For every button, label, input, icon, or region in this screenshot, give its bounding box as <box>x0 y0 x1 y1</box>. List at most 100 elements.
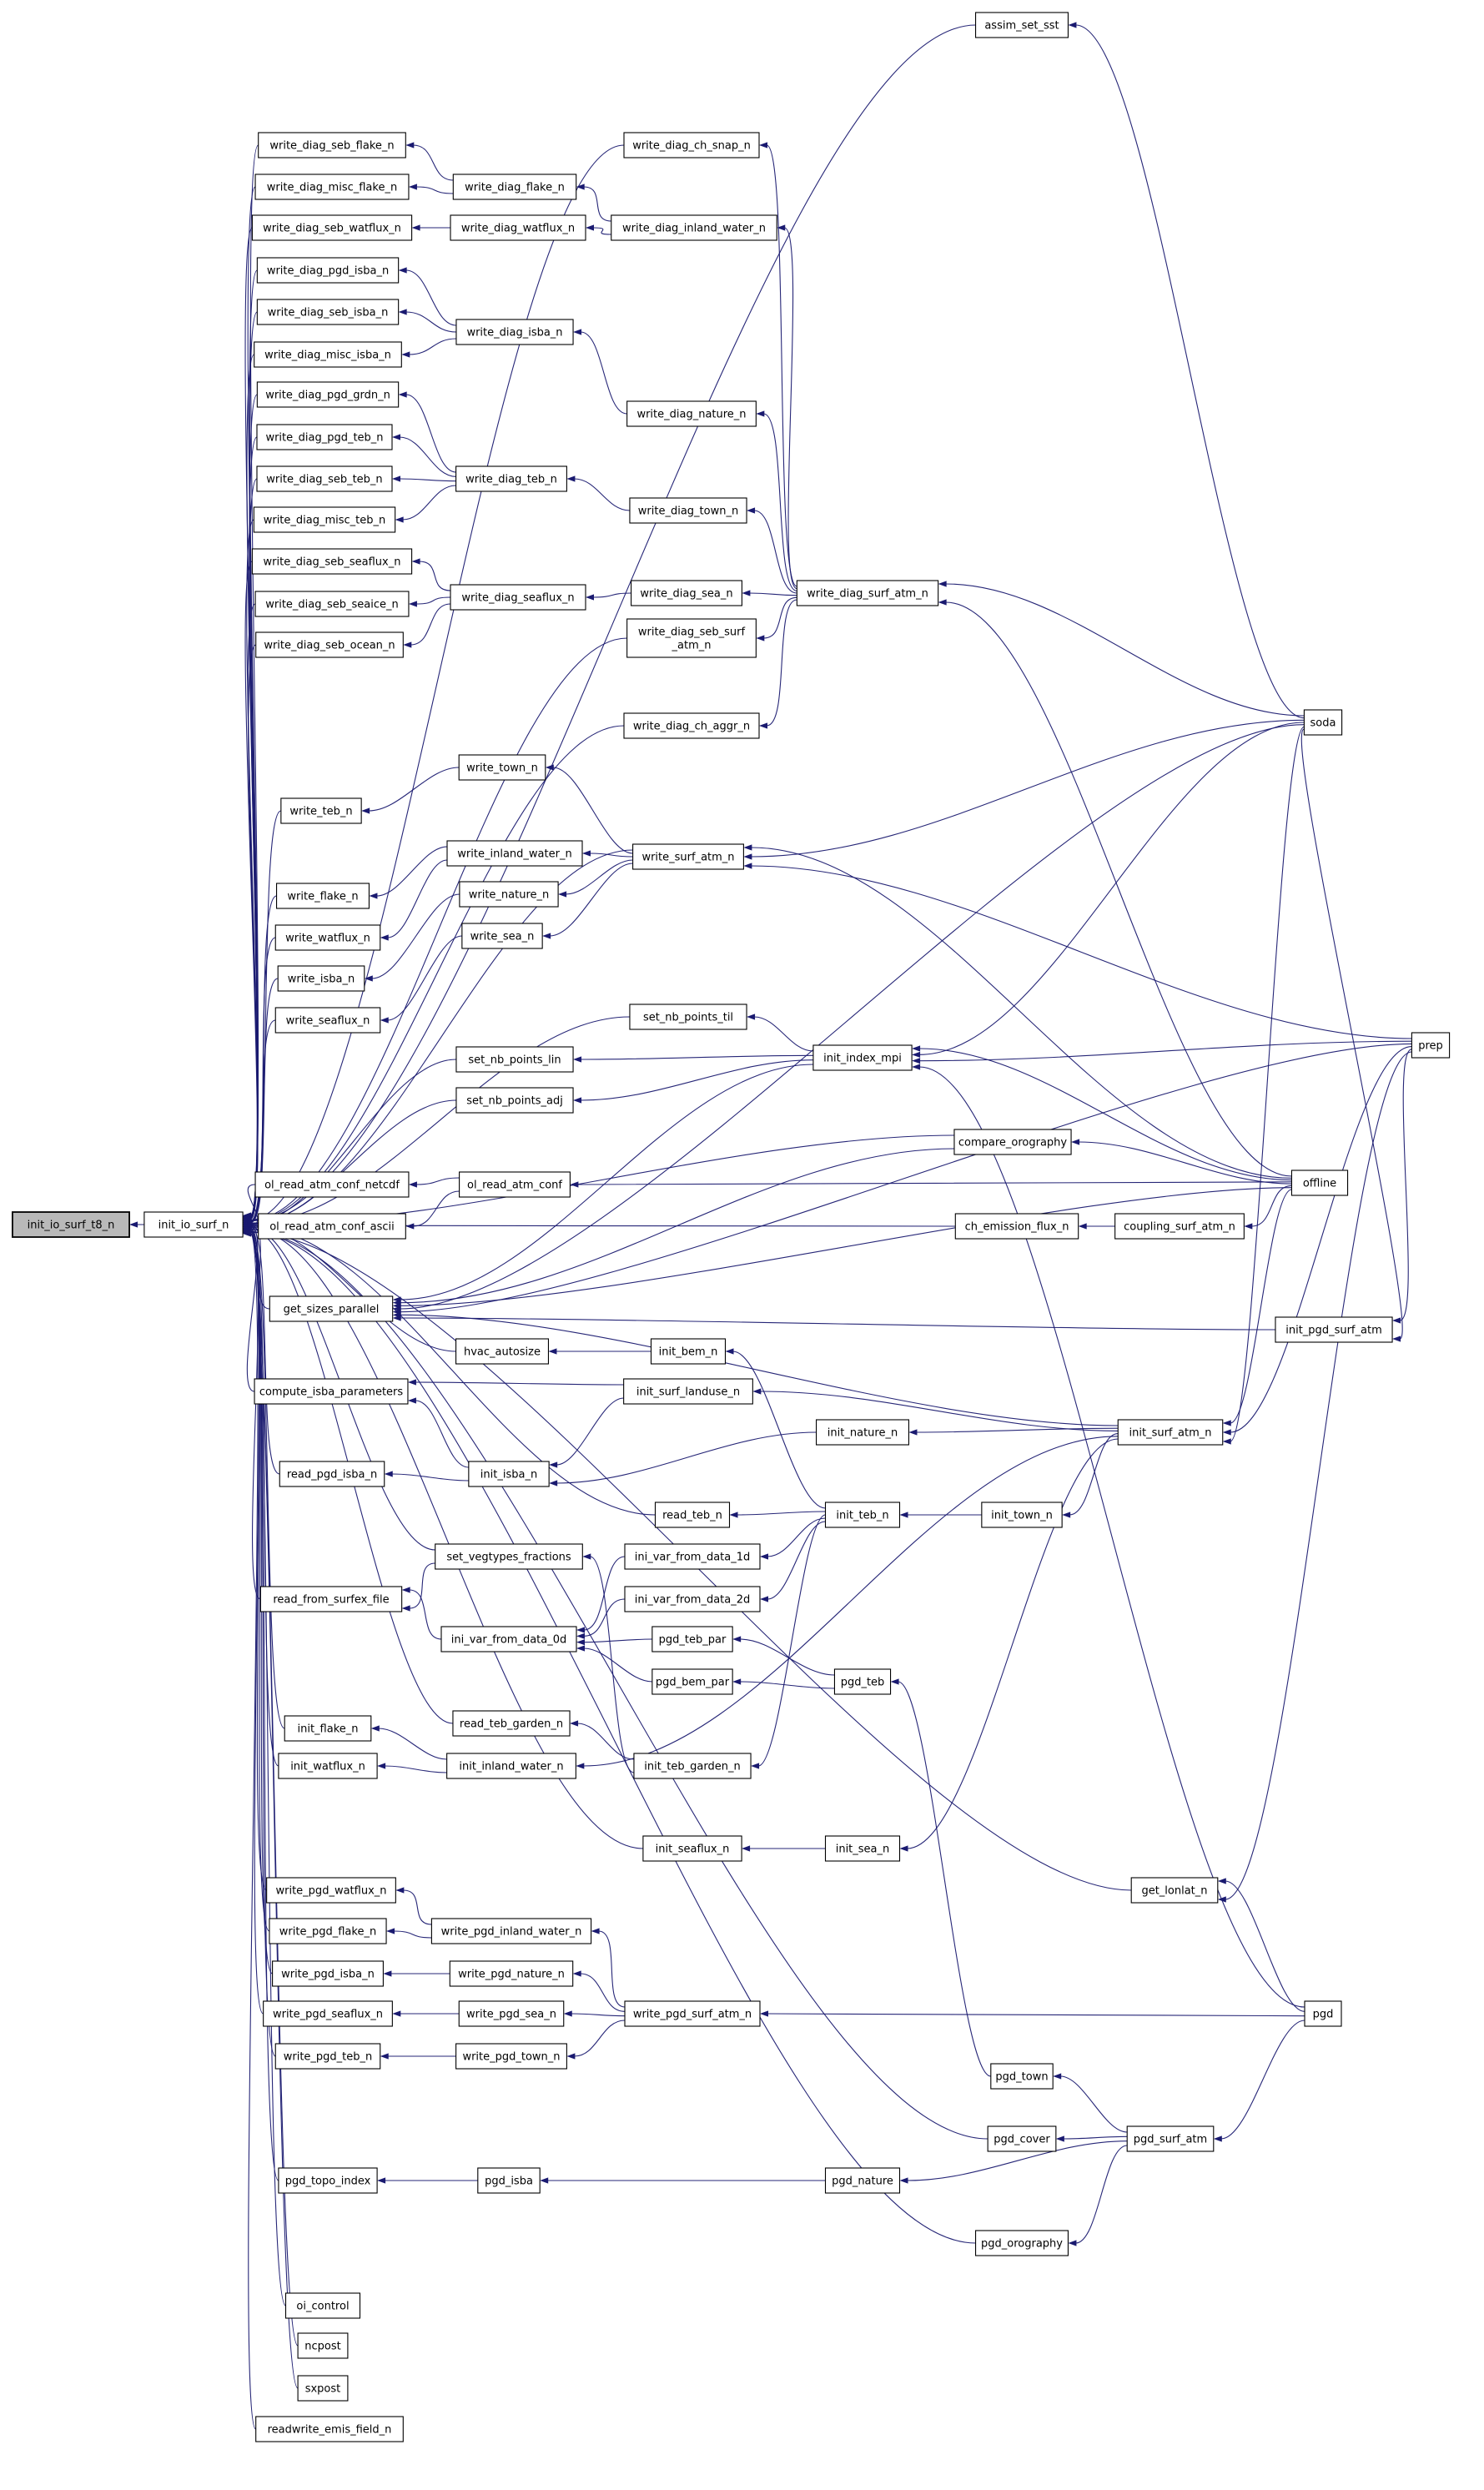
node-write_sea_n[interactable]: write_sea_n <box>461 923 543 949</box>
node-ini_var_from_data_0d[interactable]: ini_var_from_data_0d <box>440 1626 577 1652</box>
node-write_teb_n[interactable]: write_teb_n <box>280 797 362 824</box>
node-write_diag_pgd_isba_n[interactable]: write_diag_pgd_isba_n <box>256 257 400 284</box>
node-init_teb_n[interactable]: init_teb_n <box>824 1502 901 1528</box>
node-write_diag_flake_n[interactable]: write_diag_flake_n <box>452 174 577 200</box>
node-ncpost[interactable]: ncpost <box>297 2332 349 2359</box>
node-init_isba_n[interactable]: init_isba_n <box>468 1461 550 1487</box>
node-sxpost[interactable]: sxpost <box>297 2375 349 2402</box>
node-read_teb_n[interactable]: read_teb_n <box>654 1502 731 1528</box>
node-write_pgd_teb_n[interactable]: write_pgd_teb_n <box>274 2043 381 2070</box>
node-write_pgd_inland_water_n[interactable]: write_pgd_inland_water_n <box>430 1918 592 1944</box>
node-write_diag_misc_flake_n[interactable]: write_diag_misc_flake_n <box>254 174 410 200</box>
node-ch_emission_flux_n[interactable]: ch_emission_flux_n <box>954 1213 1079 1240</box>
node-write_nature_n[interactable]: write_nature_n <box>459 881 559 908</box>
node-write_surf_atm_n[interactable]: write_surf_atm_n <box>632 843 744 870</box>
node-set_nb_points_lin[interactable]: set_nb_points_lin <box>455 1046 574 1073</box>
node-write_diag_seb_flake_n[interactable]: write_diag_seb_flake_n <box>258 132 406 158</box>
node-hvac_autosize[interactable]: hvac_autosize <box>455 1338 549 1365</box>
node-compare_orography[interactable]: compare_orography <box>953 1129 1072 1155</box>
node-pgd_town[interactable]: pgd_town <box>990 2063 1054 2090</box>
node-write_diag_seb_isba_n[interactable]: write_diag_seb_isba_n <box>256 299 400 325</box>
node-ol_read_atm_conf[interactable]: ol_read_atm_conf <box>459 1171 571 1198</box>
node-write_pgd_sea_n[interactable]: write_pgd_sea_n <box>458 2000 565 2027</box>
node-get_sizes_parallel[interactable]: get_sizes_parallel <box>269 1295 394 1322</box>
node-write_isba_n[interactable]: write_isba_n <box>277 965 365 992</box>
node-write_diag_seb_teb_n[interactable]: write_diag_seb_teb_n <box>256 465 393 492</box>
node-init_flake_n[interactable]: init_flake_n <box>284 1715 372 1742</box>
node-write_diag_teb_n[interactable]: write_diag_teb_n <box>455 465 567 492</box>
node-pgd_nature[interactable]: pgd_nature <box>824 2167 901 2194</box>
node-ini_var_from_data_1d[interactable]: ini_var_from_data_1d <box>624 1543 761 1570</box>
node-init_town_n[interactable]: init_town_n <box>981 1502 1063 1528</box>
node-init_inland_water_n[interactable]: init_inland_water_n <box>446 1753 576 1779</box>
node-init_seaflux_n[interactable]: init_seaflux_n <box>642 1835 742 1862</box>
node-pgd[interactable]: pgd <box>1304 2000 1342 2027</box>
node-write_diag_town_n[interactable]: write_diag_town_n <box>629 497 747 524</box>
node-set_vegtypes_fractions[interactable]: set_vegtypes_fractions <box>435 1543 583 1570</box>
node-oi_control[interactable]: oi_control <box>284 2292 361 2319</box>
node-coupling_surf_atm_n[interactable]: coupling_surf_atm_n <box>1114 1213 1245 1240</box>
node-get_lonlat_n[interactable]: get_lonlat_n <box>1130 1877 1219 1904</box>
node-write_diag_pgd_grdn_n[interactable]: write_diag_pgd_grdn_n <box>256 381 400 408</box>
node-write_pgd_town_n[interactable]: write_pgd_town_n <box>455 2043 567 2070</box>
node-init_surf_atm_n[interactable]: init_surf_atm_n <box>1117 1419 1224 1446</box>
node-ol_read_atm_conf_netcdf[interactable]: ol_read_atm_conf_netcdf <box>254 1171 410 1198</box>
node-write_pgd_seaflux_n[interactable]: write_pgd_seaflux_n <box>263 2000 393 2027</box>
node-write_diag_ch_aggr_n[interactable]: write_diag_ch_aggr_n <box>623 712 760 739</box>
node-pgd_surf_atm[interactable]: pgd_surf_atm <box>1126 2125 1215 2152</box>
node-write_diag_seaflux_n[interactable]: write_diag_seaflux_n <box>450 584 586 611</box>
node-pgd_teb_par[interactable]: pgd_teb_par <box>651 1626 733 1652</box>
node-write_diag_seb_ocean_n[interactable]: write_diag_seb_ocean_n <box>255 631 404 658</box>
node-init_pgd_surf_atm[interactable]: init_pgd_surf_atm <box>1275 1316 1393 1343</box>
node-pgd_topo_index[interactable]: pgd_topo_index <box>278 2167 378 2194</box>
node-compute_isba_parameters[interactable]: compute_isba_parameters <box>254 1378 409 1405</box>
node-init_index_mpi[interactable]: init_index_mpi <box>812 1044 913 1071</box>
node-init_watflux_n[interactable]: init_watflux_n <box>278 1753 378 1779</box>
node-write_seaflux_n[interactable]: write_seaflux_n <box>274 1007 381 1034</box>
node-write_diag_seb_seaflux_n[interactable]: write_diag_seb_seaflux_n <box>251 548 413 575</box>
node-pgd_orography[interactable]: pgd_orography <box>975 2230 1069 2256</box>
node-init_teb_garden_n[interactable]: init_teb_garden_n <box>633 1753 752 1779</box>
node-ini_var_from_data_2d[interactable]: ini_var_from_data_2d <box>624 1586 761 1612</box>
node-write_pgd_watflux_n[interactable]: write_pgd_watflux_n <box>266 1877 396 1904</box>
node-set_nb_points_til[interactable]: set_nb_points_til <box>629 1004 747 1030</box>
node-write_diag_pgd_teb_n[interactable]: write_diag_pgd_teb_n <box>256 424 393 450</box>
node-pgd_bem_par[interactable]: pgd_bem_par <box>651 1668 733 1695</box>
node-write_diag_ch_snap_n[interactable]: write_diag_ch_snap_n <box>623 132 760 158</box>
node-readwrite_emis_field_n[interactable]: readwrite_emis_field_n <box>255 2416 404 2442</box>
node-write_flake_n[interactable]: write_flake_n <box>275 883 370 909</box>
node-write_pgd_isba_n[interactable]: write_pgd_isba_n <box>272 1960 384 1987</box>
node-offline[interactable]: offline <box>1290 1170 1349 1196</box>
node-write_pgd_nature_n[interactable]: write_pgd_nature_n <box>449 1960 574 1987</box>
node-write_diag_nature_n[interactable]: write_diag_nature_n <box>626 400 757 427</box>
node-write_town_n[interactable]: write_town_n <box>458 754 546 781</box>
node-init_io_surf_n[interactable]: init_io_surf_n <box>143 1211 244 1238</box>
node-init_bem_n[interactable]: init_bem_n <box>650 1338 727 1365</box>
node-write_diag_seb_surf_atm_n[interactable]: write_diag_seb_surf_atm_n <box>626 618 757 658</box>
node-set_nb_points_adj[interactable]: set_nb_points_adj <box>455 1087 574 1114</box>
node-init_sea_n[interactable]: init_sea_n <box>824 1835 901 1862</box>
node-init_nature_n[interactable]: init_nature_n <box>815 1419 909 1446</box>
node-write_diag_sea_n[interactable]: write_diag_sea_n <box>631 580 742 606</box>
node-ol_read_atm_conf_ascii[interactable]: ol_read_atm_conf_ascii <box>258 1213 406 1240</box>
node-write_watflux_n[interactable]: write_watflux_n <box>274 924 381 951</box>
node-assim_set_sst[interactable]: assim_set_sst <box>975 12 1069 38</box>
node-write_diag_watflux_n[interactable]: write_diag_watflux_n <box>450 214 586 241</box>
node-write_diag_misc_teb_n[interactable]: write_diag_misc_teb_n <box>253 506 396 533</box>
node-pgd_teb[interactable]: pgd_teb <box>833 1668 892 1695</box>
node-write_diag_inland_water_n[interactable]: write_diag_inland_water_n <box>611 214 777 241</box>
node-pgd_isba[interactable]: pgd_isba <box>477 2167 541 2194</box>
node-prep[interactable]: prep <box>1411 1032 1451 1059</box>
node-pgd_cover[interactable]: pgd_cover <box>987 2125 1057 2152</box>
node-soda[interactable]: soda <box>1303 709 1343 736</box>
node-write_diag_seb_watflux_n[interactable]: write_diag_seb_watflux_n <box>251 214 413 241</box>
node-write_diag_seb_seaice_n[interactable]: write_diag_seb_seaice_n <box>254 591 410 617</box>
node-read_from_surfex_file[interactable]: read_from_surfex_file <box>259 1586 403 1612</box>
node-init_io_surf_t8_n[interactable]: init_io_surf_t8_n <box>12 1211 130 1238</box>
node-write_pgd_flake_n[interactable]: write_pgd_flake_n <box>269 1918 387 1944</box>
node-write_diag_isba_n[interactable]: write_diag_isba_n <box>455 319 574 345</box>
node-read_teb_garden_n[interactable]: read_teb_garden_n <box>452 1710 571 1737</box>
node-read_pgd_isba_n[interactable]: read_pgd_isba_n <box>279 1461 385 1487</box>
node-init_surf_landuse_n[interactable]: init_surf_landuse_n <box>623 1378 753 1405</box>
node-write_diag_misc_isba_n[interactable]: write_diag_misc_isba_n <box>254 341 402 368</box>
